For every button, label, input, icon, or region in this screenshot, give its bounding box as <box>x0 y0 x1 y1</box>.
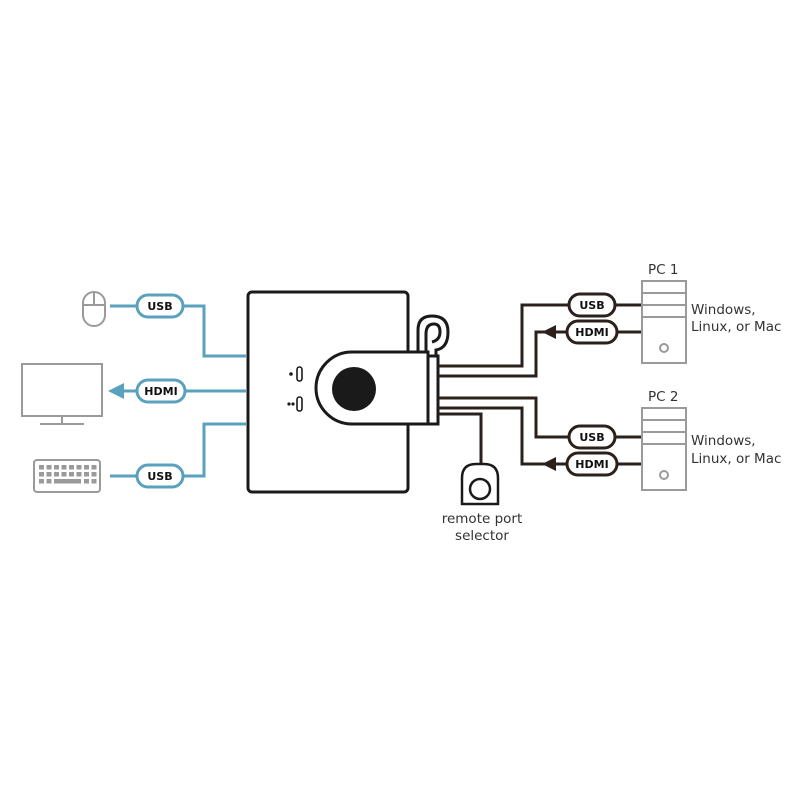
led-indicator-2 <box>287 396 303 412</box>
pc1-usb-pill: USB <box>567 292 617 318</box>
remote-cable <box>438 412 483 466</box>
keyboard-key <box>61 465 67 470</box>
keyboard-key <box>39 472 44 477</box>
pc1-hdmi-label: HDMI <box>575 326 608 339</box>
keyboard-key <box>84 479 89 484</box>
keyboard-key <box>46 479 52 484</box>
keyboard-key <box>61 472 67 477</box>
keyboard-key <box>69 465 74 470</box>
led-indicator-1 <box>289 366 303 382</box>
keyboard-key <box>54 472 59 477</box>
keyboard-key <box>46 465 52 470</box>
remote-selector-icon <box>460 462 500 506</box>
pc2-hdmi-pill: HDMI <box>565 451 619 477</box>
monitor-arrow-icon <box>108 383 124 399</box>
keyboard-key <box>91 479 97 484</box>
keyboard-key <box>76 465 82 470</box>
pc1-title: PC 1 <box>648 262 678 278</box>
monitor-icon <box>21 363 103 425</box>
pc2-hdmi-label: HDMI <box>575 458 608 471</box>
pc1-hdmi-pill: HDMI <box>565 319 619 345</box>
keyboard-key <box>54 465 59 470</box>
remote-caption-line1: remote port <box>442 511 523 527</box>
keyboard-key <box>84 472 89 477</box>
pc2-usb-pill: USB <box>567 424 617 450</box>
port-selector-button <box>314 350 430 426</box>
keyboard-key <box>69 472 74 477</box>
keyboard-key <box>39 465 44 470</box>
mouse-usb-label: USB <box>147 300 172 313</box>
mouse-icon <box>82 291 106 327</box>
pc1-os-line1: Windows, <box>691 302 756 318</box>
keyboard-key <box>84 465 89 470</box>
keyboard-usb-label: USB <box>147 470 172 483</box>
pc1-usb-label: USB <box>579 299 604 312</box>
cable-loop <box>416 314 450 360</box>
keyboard-key <box>46 472 52 477</box>
mouse-usb-pill: USB <box>135 293 185 319</box>
keyboard-usb-pill: USB <box>135 463 185 489</box>
remote-caption-line2: selector <box>455 528 509 544</box>
pc1-hdmi-arrow-icon <box>542 325 556 339</box>
keyboard-key <box>76 472 82 477</box>
keyboard-icon <box>33 459 101 493</box>
pc2-title: PC 2 <box>648 389 678 405</box>
pc2-os-line1: Windows, <box>691 433 756 449</box>
pc1-os-line2: Linux, or Mac <box>691 319 781 335</box>
keyboard-key <box>91 472 97 477</box>
keyboard-key <box>91 465 97 470</box>
pc2-tower-icon <box>641 407 687 491</box>
pc2-hdmi-arrow-icon <box>542 457 556 471</box>
monitor-hdmi-label: HDMI <box>144 385 177 398</box>
monitor-hdmi-pill: HDMI <box>135 378 187 404</box>
keyboard-key <box>39 479 44 484</box>
keyboard-keys <box>39 465 97 484</box>
pc1-tower-icon <box>641 280 687 364</box>
pc2-usb-label: USB <box>579 431 604 444</box>
pc2-os-line2: Linux, or Mac <box>691 451 781 467</box>
keyboard-spacebar <box>54 479 81 484</box>
